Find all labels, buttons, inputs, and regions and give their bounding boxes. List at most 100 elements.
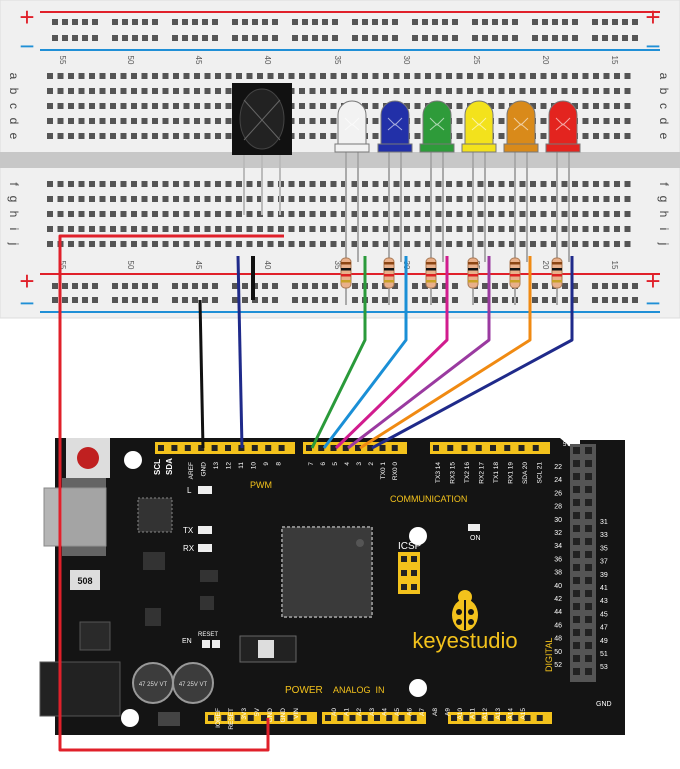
rail-hole [572, 19, 578, 25]
header-pin [573, 629, 580, 636]
header-pin [208, 715, 214, 721]
pin-label: 48 [554, 636, 562, 643]
rail-hole [302, 283, 308, 289]
resistor-band [426, 274, 436, 277]
header-pin [171, 445, 178, 451]
header-pin [342, 445, 349, 451]
rail-hole [82, 35, 88, 41]
breadboard-hole [173, 181, 179, 187]
breadboard-hole [498, 196, 505, 202]
breadboard-hole [446, 196, 452, 202]
row-letter: b [657, 88, 671, 95]
breadboard-hole [540, 133, 547, 139]
breadboard-hole [551, 241, 557, 247]
rail-hole [252, 35, 258, 41]
breadboard-hole [551, 73, 557, 79]
breadboard-hole [225, 211, 232, 217]
rail-hole [352, 283, 358, 289]
breadboard-hole [110, 73, 116, 79]
breadboard-hole [446, 241, 452, 247]
rail-hole [572, 283, 578, 289]
pin-label: A9 [444, 708, 451, 716]
breadboard-hole [624, 196, 631, 202]
rail-hole [212, 297, 218, 303]
header-pin [361, 715, 368, 721]
rail-hole [442, 35, 448, 41]
breadboard-hole [320, 103, 326, 109]
breadboard-hole [362, 73, 368, 79]
breadboard-hole [152, 181, 158, 187]
breadboard-hole [551, 226, 557, 232]
rail-hole [292, 297, 298, 303]
breadboard-hole [183, 73, 190, 79]
breadboard-hole [372, 241, 379, 247]
pin-label: 46 [554, 622, 562, 629]
rail-hole [72, 35, 78, 41]
wire-ir-signal [236, 255, 244, 449]
breadboard-hole [498, 103, 505, 109]
breadboard-hole [477, 226, 484, 232]
pwm-label: PWM [250, 480, 272, 490]
rail-hole [172, 35, 178, 41]
breadboard-hole [173, 133, 179, 139]
column-number: 35 [333, 56, 342, 65]
breadboard-hole [57, 73, 64, 79]
breadboard-hole [383, 196, 389, 202]
breadboard-hole [267, 226, 274, 232]
breadboard-hole [572, 241, 578, 247]
wire-led-signal [347, 256, 491, 450]
breadboard-hole [173, 211, 179, 217]
breadboard-hole [78, 133, 85, 139]
header-pin [211, 445, 218, 451]
led-red [545, 100, 581, 262]
breadboard-hole [267, 211, 274, 217]
breadboard-hole [257, 181, 263, 187]
header-pin [461, 445, 468, 451]
breadboard-hole [173, 196, 179, 202]
breadboard-hole [435, 226, 442, 232]
row-letter: c [657, 103, 671, 109]
breadboard-hole [309, 181, 316, 187]
rail-hole [372, 297, 378, 303]
breadboard-hole [456, 118, 463, 124]
breadboard-hole [89, 103, 95, 109]
breadboard-hole [498, 241, 505, 247]
breadboard-hole [57, 196, 64, 202]
row-letter: g [7, 196, 21, 203]
breadboard-hole [582, 241, 589, 247]
breadboard-hole [288, 241, 295, 247]
pin-label: A1 [344, 708, 351, 716]
breadboard-hole [446, 73, 452, 79]
rail-hole [382, 19, 388, 25]
breadboard-hole [341, 181, 347, 187]
resistor-band [468, 262, 478, 265]
breadboard-hole [477, 196, 484, 202]
breadboard-hole [414, 103, 421, 109]
resistor [509, 218, 521, 305]
breadboard-hole [236, 196, 242, 202]
rail-hole [52, 283, 58, 289]
header-pin [585, 616, 592, 623]
pin-label: 3 [356, 462, 363, 466]
breadboard-hole [488, 73, 494, 79]
breadboard-hole [603, 196, 610, 202]
pin-label: 34 [554, 543, 562, 550]
breadboard-hole [624, 133, 631, 139]
row-letter: f [657, 182, 671, 186]
breadboard-hole [257, 241, 263, 247]
rail-hole [502, 35, 508, 41]
breadboard-hole [288, 226, 295, 232]
breadboard-hole [519, 226, 526, 232]
rail-hole [232, 297, 238, 303]
breadboard-hole [78, 241, 85, 247]
breadboard-hole [530, 103, 536, 109]
rail-hole [382, 35, 388, 41]
header-pin [585, 499, 592, 506]
breadboard-hole [614, 241, 620, 247]
rail-hole [492, 19, 498, 25]
header-pin [475, 715, 482, 721]
breadboard-hole [215, 211, 221, 217]
header-pin [585, 512, 592, 519]
resistor-band [384, 262, 394, 265]
breadboard-hole [309, 211, 316, 217]
